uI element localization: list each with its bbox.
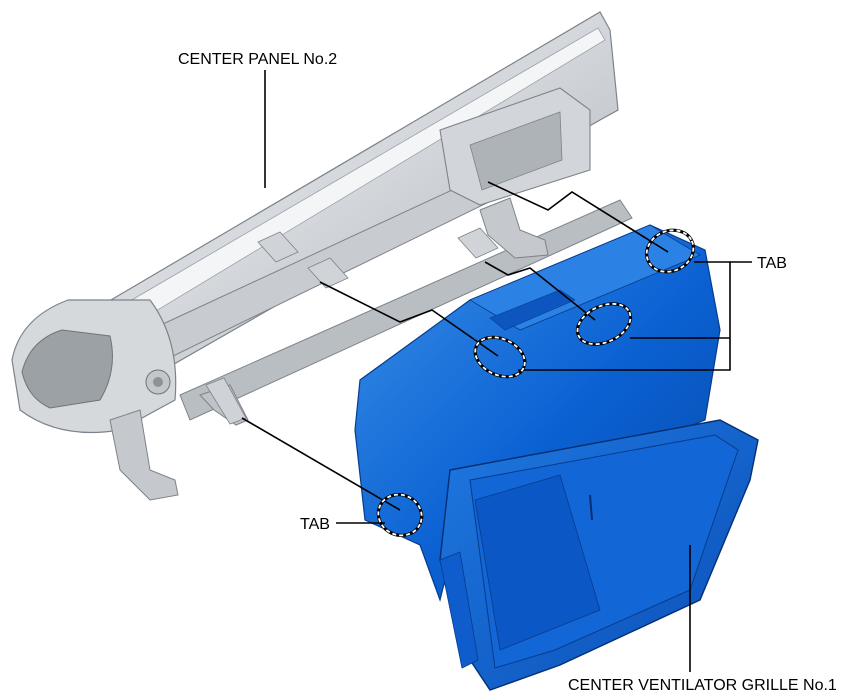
tab-circle-left xyxy=(473,335,527,379)
center-ventilator-grille-no1 xyxy=(354,224,759,691)
center-panel-no2 xyxy=(11,11,633,501)
label-center-panel: CENTER PANEL No.2 xyxy=(178,51,337,68)
label-grille: CENTER VENTILATOR GRILLE No.1 xyxy=(568,677,837,694)
leader-tab-1 xyxy=(487,181,669,253)
leader-tab-2 xyxy=(484,261,596,321)
label-tab-left: TAB xyxy=(300,516,330,533)
leader-tab-3 xyxy=(319,281,499,357)
leader-tab-4 xyxy=(241,417,401,511)
tab-bracket xyxy=(518,261,731,371)
label-tab-right: TAB xyxy=(757,255,787,272)
leader-lines xyxy=(241,70,752,672)
tab-circles xyxy=(376,228,695,537)
